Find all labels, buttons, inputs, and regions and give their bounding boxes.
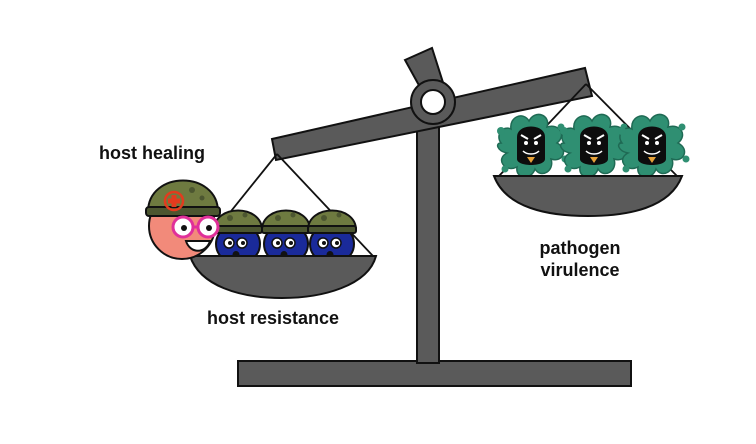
pathogen-blob-icon	[617, 113, 691, 179]
host-healing-label: host healing	[99, 143, 206, 163]
pathogen-virulence-label: pathogen virulence	[520, 237, 640, 281]
scale-frame	[237, 46, 632, 387]
scale-stand	[416, 111, 440, 364]
scale-base	[237, 360, 632, 387]
right-pan-group	[492, 83, 691, 218]
left-pan-string	[276, 153, 374, 257]
pathogen-blob-icon	[496, 113, 570, 179]
host-resistance-label: host resistance	[207, 308, 340, 328]
right-pan	[492, 175, 684, 218]
pivot-hole	[420, 89, 446, 115]
pathogen-label-line2: virulence	[540, 260, 620, 280]
left-pan-group	[145, 153, 378, 300]
pathogen-label-line1: pathogen	[539, 238, 621, 258]
healer-cell-icon	[145, 179, 221, 260]
left-pan	[188, 255, 378, 300]
